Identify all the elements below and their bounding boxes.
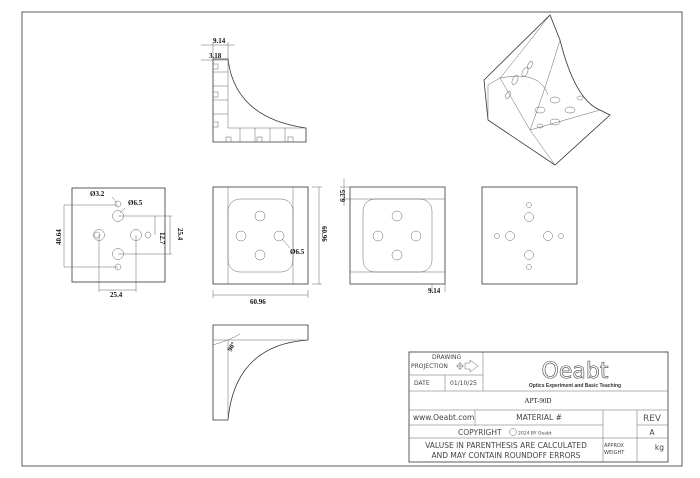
dim-left-offset: 12.7 [158,232,166,245]
front-view: 60.96 60.96 Ø6.5 [212,186,328,306]
dim-side-offset: 6.35 [339,189,347,202]
left-view: Ø3.2 Ø6.5 40.64 12.7 25.4 25.4 [55,187,184,299]
note-line-1: VALUSE IN PARENTHESIS ARE CALCULATED [425,441,587,450]
projection-label: PROJECTION [411,363,448,370]
part-number: APT-90D [525,397,552,405]
projection-cone-icon [464,359,479,373]
copyright-year: 2024 BY Oeabt [518,431,552,437]
dim-left-height: 40.64 [55,229,63,245]
title-block: DRAWING PROJECTION DATE 01/10/25 Oeabt O… [408,351,669,463]
logo-text: Oeabt [542,359,609,384]
dim-side-thickness: 9.14 [428,287,441,295]
dim-top-width: 9.14 [213,37,226,45]
date-value: 01/10/25 [450,380,477,387]
material-label: MATERIAL # [516,413,562,422]
drawing-border [21,11,683,467]
dim-front-height: 60.96 [320,226,328,242]
weight-label-1: APPROX [604,443,625,449]
rear-view [481,186,578,285]
drawing-label: DRAWING [432,354,462,361]
top-view: 9.14 3.18 [201,37,307,143]
dim-bottom-angle: 90° [226,340,238,353]
projection-circle-icon [456,362,464,370]
weight-label-2: WEIGHT [604,450,625,456]
date-label: DATE [414,380,430,387]
side-view: 6.35 9.14 [339,178,446,295]
website: www.Oeabt.com [413,413,474,422]
dim-large-hole: Ø6.5 [128,199,143,207]
logo-subtitle: Optics Experiment and Basic Teaching [529,383,621,389]
isometric-view [483,14,611,166]
rev-label: REV [643,414,662,424]
copyright-icon [509,428,517,436]
dim-left-spacing-v: 25.4 [176,228,184,241]
copyright: COPYRIGHT [458,428,502,437]
note-line-2: AND MAY CONTAIN ROUNDOFF ERRORS [432,451,581,460]
dim-small-hole: Ø3.2 [90,190,105,198]
dim-top-thickness: 3.18 [209,52,222,60]
dim-left-spacing-h: 25.4 [110,291,123,299]
weight-unit: kg [655,443,664,452]
dim-front-width: 60.96 [250,298,266,306]
dim-front-hole: Ø6.5 [290,248,305,256]
bottom-view: 90° [212,324,309,421]
rev-value: A [649,428,655,437]
